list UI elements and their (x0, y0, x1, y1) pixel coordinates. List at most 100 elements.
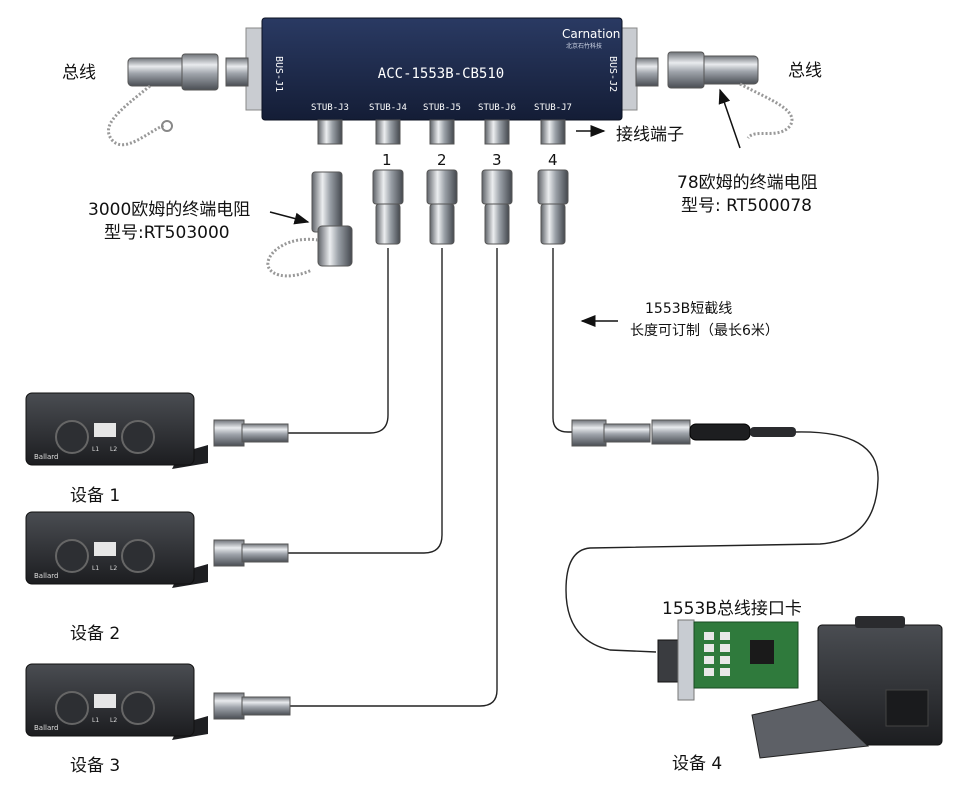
brand-subtitle: 北京石竹科技 (566, 42, 602, 50)
bus-j2-label: BUS-J2 (607, 56, 618, 92)
device-plug-4 (571, 419, 796, 447)
card-bracket (677, 619, 695, 701)
stub-cable-3 (290, 248, 498, 707)
device-plug-2 (213, 539, 289, 567)
rugged-laptop (751, 616, 943, 759)
terminator-3000-model: 型号:RT503000 (104, 223, 230, 243)
interface-card (657, 619, 799, 701)
bus-j1-label: BUS-J1 (273, 56, 284, 92)
coupler-box: ACC-1553B-CB510 Carnation 北京石竹科技 BUS-J1 … (225, 17, 659, 145)
device-2-port-l1[interactable] (55, 539, 89, 573)
stub-plugs (372, 169, 569, 245)
device-1-unit: Ballard L1 L2 (25, 392, 208, 469)
device-2-unit: Ballard L1 L2 (25, 511, 208, 588)
stub-plug-3[interactable] (481, 169, 513, 245)
device-1-port-l1[interactable] (55, 420, 89, 454)
device-4-label: 设备 4 (672, 754, 723, 774)
device-3-info-label (94, 694, 116, 708)
terminator-78-model: 型号: RT500078 (681, 196, 812, 216)
stub-number-4: 4 (548, 151, 558, 169)
terminator-3000-desc: 3000欧姆的终端电阻 (88, 200, 251, 220)
device-2-info-label (94, 542, 116, 556)
stub-label-5: STUB-J5 (423, 103, 461, 113)
bead-chain-3000 (266, 237, 319, 278)
device-2-label: 设备 2 (70, 624, 121, 644)
stub-cable-4 (552, 248, 576, 433)
device-1-l1-text: L1 (92, 446, 99, 453)
arrow-3000-terminator (269, 211, 310, 225)
device-3-l2-text: L2 (110, 717, 117, 724)
device-3-l1-text: L1 (92, 717, 99, 724)
stub-cables (288, 248, 879, 707)
stub-label-4: STUB-J4 (369, 103, 407, 113)
arrows (269, 88, 741, 327)
terminator-78-left-cap (181, 53, 219, 91)
device-1-label: 设备 1 (70, 486, 121, 506)
terminator-3000 (266, 171, 353, 278)
stub-cable-1 (288, 248, 389, 434)
laptop-keyboard (751, 699, 870, 759)
stub-number-1: 1 (382, 151, 392, 169)
bus-terminator-right (667, 51, 794, 140)
brand-logo: Carnation (562, 27, 620, 41)
bus-label-right: 总线 (788, 61, 822, 81)
card-connector (657, 639, 681, 683)
terminator-78-right-cap (667, 51, 705, 89)
stub-label-6: STUB-J6 (478, 103, 516, 113)
stub-cable-2 (288, 248, 443, 554)
stub-port-j7[interactable] (540, 119, 566, 145)
bead-chain-left (106, 84, 166, 147)
device-3-label: 设备 3 (70, 756, 121, 776)
interface-card-label: 1553B总线接口卡 (662, 599, 802, 619)
device-2-badge: Ballard (34, 572, 58, 580)
bus-j1-connector[interactable] (225, 57, 249, 87)
stub-port-j3[interactable] (317, 119, 343, 145)
bus-label-left: 总线 (62, 63, 96, 83)
stub-cable-label: 1553B短截线 (645, 301, 733, 317)
terminator-3000-head (311, 171, 343, 233)
card-chips (704, 632, 730, 676)
device-3-badge: Ballard (34, 724, 58, 732)
laptop-handle (855, 616, 905, 628)
coupler-model: ACC-1553B-CB510 (378, 66, 504, 82)
terminator-78-desc: 78欧姆的终端电阻 (677, 173, 818, 193)
stub-number-3: 3 (492, 151, 502, 169)
device-2-l2-text: L2 (110, 565, 117, 572)
terminator-3000-body (317, 225, 353, 267)
stub-plug-1[interactable] (372, 169, 404, 245)
device-1-info-label (94, 423, 116, 437)
device-2-port-l2[interactable] (121, 539, 155, 573)
laptop-io-panel (885, 689, 929, 727)
stub-label-3: STUB-J3 (311, 103, 349, 113)
bus-terminator-left (106, 53, 219, 147)
card-pcb (693, 621, 799, 689)
bead-chain-right (739, 82, 794, 140)
stub-number-2: 2 (437, 151, 447, 169)
chain-ring-left (161, 120, 173, 132)
device-3-port-l1[interactable] (55, 691, 89, 725)
stub-label-7: STUB-J7 (534, 103, 572, 113)
device-1-l2-text: L2 (110, 446, 117, 453)
device-plug-3 (213, 692, 291, 720)
stub-plug-2[interactable] (426, 169, 458, 245)
cable-to-interface-card (565, 431, 879, 653)
stub-port-j5[interactable] (429, 119, 455, 145)
bus-j2-connector[interactable] (635, 57, 659, 87)
device-1-badge: Ballard (34, 453, 58, 461)
device-3-unit: Ballard L1 L2 (25, 663, 208, 740)
device-2-l1-text: L1 (92, 565, 99, 572)
stub-plug-4[interactable] (537, 169, 569, 245)
stub-labels: STUB-J3 STUB-J4 STUB-J5 STUB-J6 STUB-J7 (311, 103, 572, 113)
stub-terminal-label: 接线端子 (616, 125, 684, 145)
stub-cable-length: 长度可订制（最长6米） (630, 323, 779, 339)
device-3-port-l2[interactable] (121, 691, 155, 725)
device-1-port-l2[interactable] (121, 420, 155, 454)
arrow-78-terminator (718, 88, 741, 149)
stub-ports (317, 119, 566, 145)
stub-port-j4[interactable] (375, 119, 401, 145)
device-plug-1 (213, 419, 289, 447)
stub-port-j6[interactable] (484, 119, 510, 145)
card-fpga (750, 640, 774, 664)
